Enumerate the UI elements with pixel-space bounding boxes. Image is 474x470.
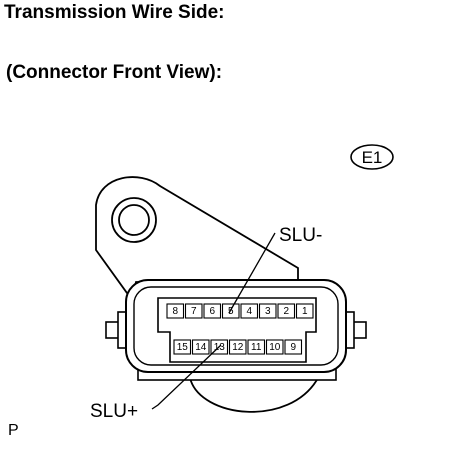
pin-number-5: 5 bbox=[228, 306, 234, 317]
pin-cavity-8 bbox=[166, 303, 185, 319]
pin-cavity-12 bbox=[228, 339, 247, 355]
callout-label-slu-minus: SLU- bbox=[279, 225, 322, 246]
callout-label-slu-plus: SLU+ bbox=[90, 401, 138, 422]
diagram-subtitle: (Connector Front View): bbox=[6, 62, 223, 83]
pin-number-10: 10 bbox=[269, 342, 281, 353]
connector-rear-shell bbox=[189, 377, 319, 413]
pin-cavity-15 bbox=[173, 339, 192, 355]
pin-number-12: 12 bbox=[232, 342, 244, 353]
pin-number-13: 13 bbox=[214, 342, 226, 353]
mounting-hole bbox=[111, 197, 157, 243]
diagram-title: Transmission Wire Side: bbox=[4, 2, 225, 23]
pin-number-8: 8 bbox=[172, 306, 178, 317]
pin-cavity-11 bbox=[247, 339, 266, 355]
callout-line-slu-minus bbox=[228, 232, 276, 314]
top-pin-row: 8 7 6 5 4 3 2 1 bbox=[166, 303, 314, 319]
pin-number-4: 4 bbox=[246, 306, 252, 317]
pin-cavity-9 bbox=[284, 339, 303, 355]
pin-number-3: 3 bbox=[265, 306, 271, 317]
pin-number-15: 15 bbox=[177, 342, 189, 353]
pin-cavity-7 bbox=[184, 303, 203, 319]
pin-cavity-14 bbox=[191, 339, 210, 355]
page-mark: P bbox=[8, 422, 19, 439]
pin-cavity-3 bbox=[258, 303, 277, 319]
pin-cavity-10 bbox=[265, 339, 284, 355]
mounting-flange bbox=[95, 176, 299, 303]
pin-cavity-2 bbox=[277, 303, 296, 319]
pin-number-14: 14 bbox=[195, 342, 207, 353]
pin-number-7: 7 bbox=[191, 306, 197, 317]
pin-number-6: 6 bbox=[209, 306, 215, 317]
pin-number-11: 11 bbox=[251, 342, 262, 353]
connector-code: E1 bbox=[362, 148, 383, 167]
bottom-pin-row: 15 14 13 12 11 10 9 bbox=[173, 339, 303, 355]
callout-line-slu-plus bbox=[151, 344, 222, 410]
connector-code-badge: E1 bbox=[350, 144, 394, 170]
pin-number-9: 9 bbox=[290, 342, 296, 353]
pin-number-2: 2 bbox=[283, 306, 289, 317]
pin-number-1: 1 bbox=[302, 306, 308, 317]
pin-cavity-1 bbox=[295, 303, 314, 319]
pin-cavity-6 bbox=[203, 303, 222, 319]
pin-cavity-4 bbox=[240, 303, 259, 319]
